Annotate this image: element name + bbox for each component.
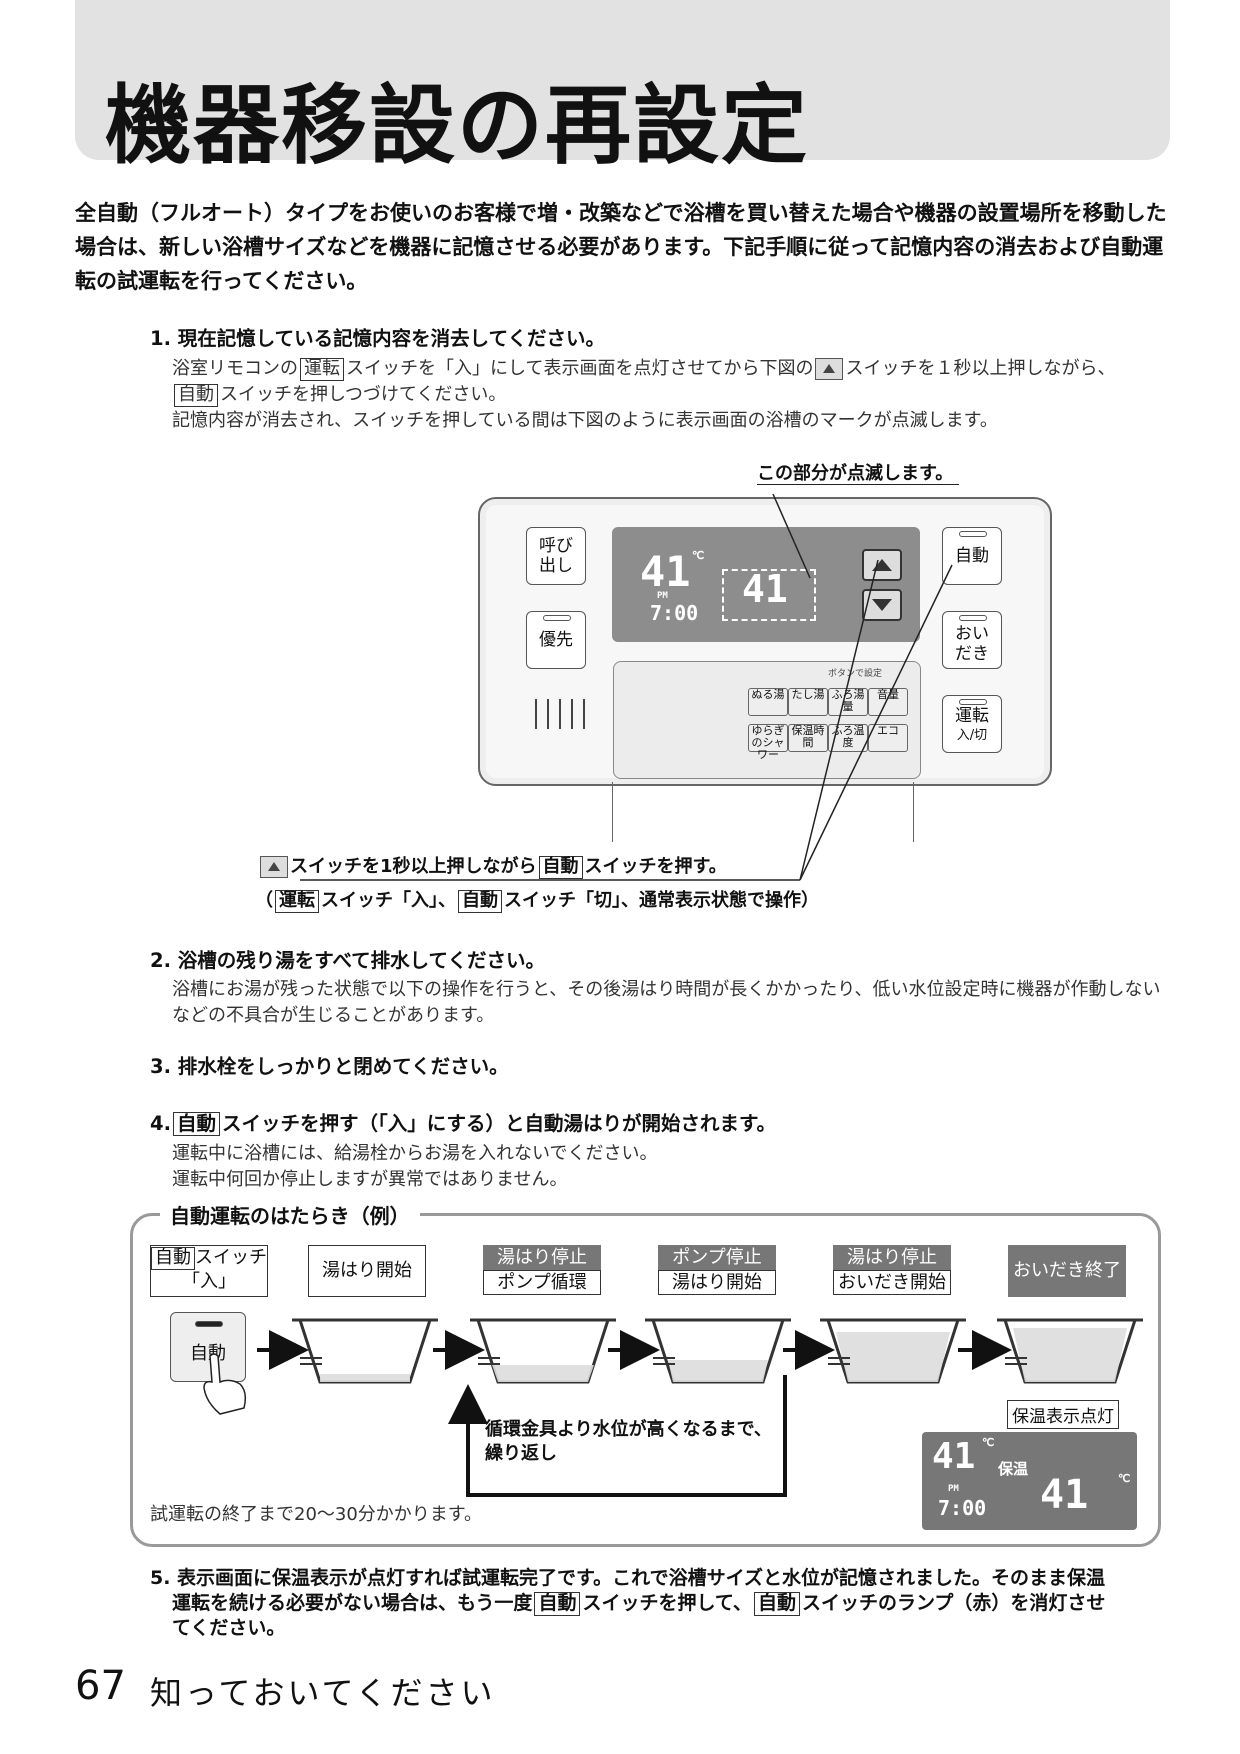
lamp-icon: [959, 699, 987, 705]
callout-underline: [757, 484, 959, 485]
small-button-onryo[interactable]: 音量: [868, 688, 908, 716]
finger-icon: [200, 1352, 250, 1416]
lcd-pm: PM: [657, 591, 668, 601]
up-triangle-icon: [815, 358, 844, 380]
flow-step-switch-on: 自動スイッチ「入」: [150, 1245, 268, 1297]
up-triangle-icon: [260, 856, 288, 878]
step2-body: 浴槽にお湯が残った状態で以下の操作を行うと、その後湯はり時間が長くかかったり、低…: [172, 979, 1161, 1026]
page-title: 機器移設の再設定: [105, 76, 809, 176]
flow-step-4: ポンプ停止 湯はり開始: [658, 1245, 776, 1295]
step1-line2: 自動スイッチを押しつづけてください。: [172, 382, 1172, 408]
step1-line3: 記憶内容が消去され、スイッチを押している間は下図のように表示画面の浴槽のマークが…: [172, 410, 998, 431]
flow-step-5: 湯はり停止 おいだき開始: [833, 1245, 951, 1295]
lamp-icon: [195, 1321, 223, 1327]
lcd-deg: ℃: [692, 549, 705, 562]
lcd-temp: 41: [640, 547, 691, 596]
mount-stand: [612, 782, 914, 842]
section-name: 知っておいてください: [150, 1674, 496, 1712]
flow-step-yuhari-start: 湯はり開始: [308, 1245, 426, 1297]
hozon-lcd: 41 ℃ 保温 PM 7:00 41 ℃: [922, 1432, 1137, 1530]
step4-body: 運転中に浴槽には、給湯栓からお湯を入れないでください。 運転中何回か停止しますが…: [172, 1143, 658, 1190]
jidou-key: 自動: [174, 384, 218, 407]
header-band: [75, 0, 1170, 160]
oidaki-button[interactable]: おいだき: [942, 611, 1002, 669]
lamp-icon: [959, 615, 987, 621]
flow-step-oidaki-end: おいだき終了: [1008, 1245, 1126, 1297]
speaker-grille-icon: [532, 699, 588, 729]
step4-title: 4.自動スイッチを押す（「入」にする）と自動湯はりが開始されます。: [150, 1112, 776, 1137]
lcd-tub-blink-icon: [722, 569, 816, 621]
step5: 5. 表示画面に保温表示が点灯すれば試運転完了です。これで浴槽サイズと水位が記憶…: [150, 1567, 1106, 1639]
lcd-time: 7:00: [650, 601, 699, 625]
sub-panel: ボタンで設定 ぬる湯 たし湯 ふろ湯量 音量 ゆらぎのシャワー 保温時間 ふろ温…: [613, 661, 921, 779]
small-button-hozon-jikan[interactable]: 保温時間: [788, 724, 828, 752]
flow-step-3: 湯はり停止 ポンプ循環: [483, 1245, 601, 1295]
remote-control: 呼び出し 優先 41 ℃ PM 7:00 41 ボタンで設定 ぬる湯 たし湯 ふ…: [478, 497, 1052, 786]
small-button-yuryo[interactable]: ふろ湯量: [828, 688, 868, 716]
intro-text: 全自動（フルオート）タイプをお使いのお客様で増・改築などで浴槽を買い替えた場合や…: [75, 201, 1167, 293]
unten-button[interactable]: 運転入/切: [942, 695, 1002, 753]
hozon-lcd-label: 保温: [998, 1460, 1029, 1478]
flow-footnote: 試運転の終了まで20〜30分かかります。: [150, 1504, 483, 1525]
hozon-lcd-temp: 41: [932, 1436, 976, 1477]
flow-title: 自動運転のはたらき（例）: [160, 1200, 420, 1229]
auto-operation-flow: [130, 1213, 1161, 1547]
lamp-icon: [543, 615, 571, 621]
step3-title: 3. 排水栓をしっかりと閉めてください。: [150, 1055, 509, 1078]
yusen-button[interactable]: 優先: [526, 611, 586, 669]
small-button-nuruyu[interactable]: ぬる湯: [748, 688, 788, 716]
small-button-yuragi[interactable]: ゆらぎのシャワー: [748, 724, 788, 761]
step1-body: 浴室リモコンの運転スイッチを「入」にして表示画面を点灯させてから下図のスイッチを…: [172, 356, 1172, 434]
step2-title: 2. 浴槽の残り湯をすべて排水してください。: [150, 949, 545, 972]
lcd-tub-temp: 41: [742, 567, 788, 611]
yobidashi-button[interactable]: 呼び出し: [526, 527, 586, 585]
callout-bottom-1: スイッチを1秒以上押しながら自動スイッチを押す。: [258, 852, 727, 879]
down-button[interactable]: [862, 589, 902, 621]
jidou-button[interactable]: 自動: [942, 527, 1002, 585]
up-button[interactable]: [862, 549, 902, 581]
sub-panel-hint: ボタンで設定: [828, 669, 883, 679]
hozon-label: 保温表示点灯: [1007, 1400, 1119, 1429]
callout-bottom-2: （運転スイッチ「入」、自動スイッチ「切」、通常表示状態で操作）: [255, 890, 819, 913]
callout-blink: この部分が点滅します。: [757, 463, 954, 484]
flow-repeat-note: 循環金具より水位が高くなるまで、繰り返し: [485, 1419, 772, 1464]
step1-title: 1. 現在記憶している記憶内容を消去してください。: [150, 327, 606, 350]
unten-key: 運転: [300, 358, 344, 381]
small-button-tashiyu[interactable]: たし湯: [788, 688, 828, 716]
page-number: 67: [75, 1663, 126, 1709]
lcd-display: 41 ℃ PM 7:00 41: [612, 527, 920, 642]
step1-line1: 浴室リモコンの運転スイッチを「入」にして表示画面を点灯させてから下図のスイッチを…: [172, 358, 1116, 381]
lamp-icon: [959, 531, 987, 537]
hozon-lcd-tub: 41: [1040, 1472, 1089, 1518]
small-button-furo-ondo[interactable]: ふろ温度: [828, 724, 868, 752]
